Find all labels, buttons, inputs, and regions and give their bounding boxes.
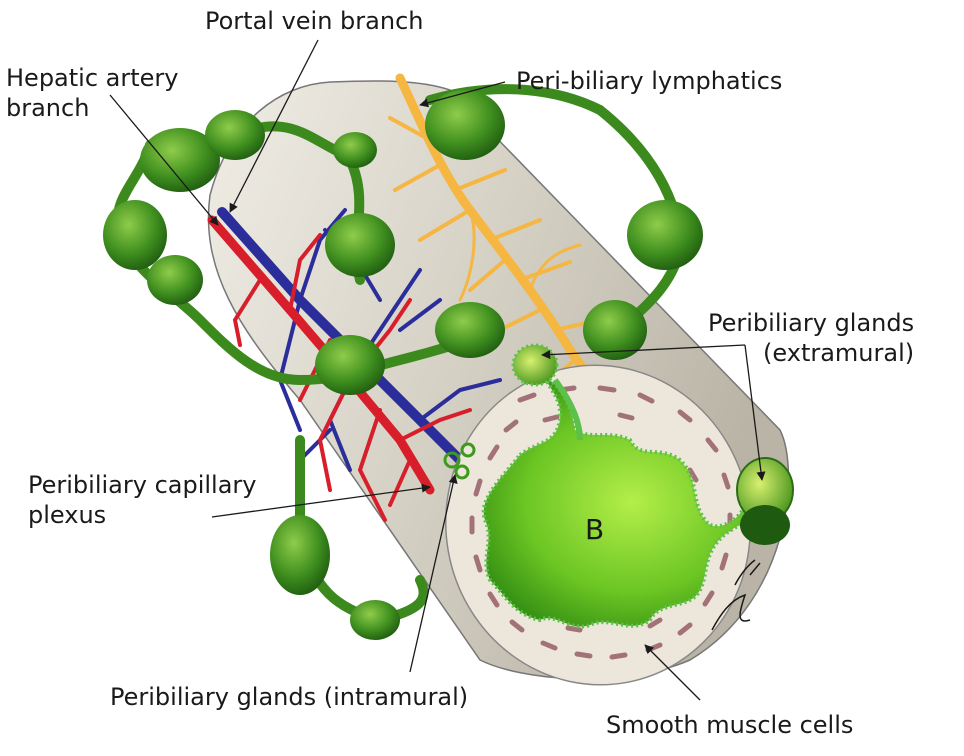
lymph-node: [270, 515, 330, 595]
lymph-node: [583, 300, 647, 360]
lymph-node: [103, 200, 167, 270]
label-lumen: B: [585, 513, 605, 546]
lymph-node: [325, 213, 395, 277]
lymph-node: [435, 302, 505, 358]
glands-extramural-pointer-1: [541, 344, 746, 360]
glands-intramural-pointer: [409, 474, 458, 673]
label-glands-extramural: Peribiliary glands (extramural): [708, 309, 915, 367]
lymph-node: [147, 255, 203, 305]
intramural-glands: [443, 442, 476, 480]
label-lymphatics: Peri-biliary lymphatics: [516, 67, 783, 95]
label-glands-intramural: Peribiliary glands (intramural): [110, 683, 469, 711]
lymph-node: [350, 600, 400, 640]
leader-lines: [109, 39, 766, 701]
label-hepatic-artery: Hepatic artery branch: [6, 64, 179, 122]
lymph-node: [315, 335, 385, 395]
peribiliary-lymphatics: [103, 84, 703, 640]
smooth-muscle-cells: [469, 385, 733, 660]
lymphatics-pointer: [419, 81, 506, 108]
lymph-node: [333, 132, 377, 168]
extramural-glands: [511, 343, 794, 545]
lymph-node: [425, 90, 505, 160]
hepatic-artery-pointer: [109, 94, 219, 226]
lymph-node: [140, 128, 220, 192]
lymph-node: [205, 110, 265, 160]
lymph-node: [627, 200, 703, 270]
capillary-pointer: [211, 483, 431, 518]
label-capillary-plexus: Peribiliary capillary plexus: [28, 471, 257, 529]
portal-vein-pointer: [229, 39, 319, 213]
label-portal-vein: Portal vein branch: [205, 7, 424, 35]
glands-extramural-pointer-2: [744, 344, 766, 481]
artist-signature: [711, 559, 761, 631]
smooth-muscle-pointer: [644, 644, 701, 701]
label-smooth-muscle: Smooth muscle cells: [606, 711, 854, 739]
